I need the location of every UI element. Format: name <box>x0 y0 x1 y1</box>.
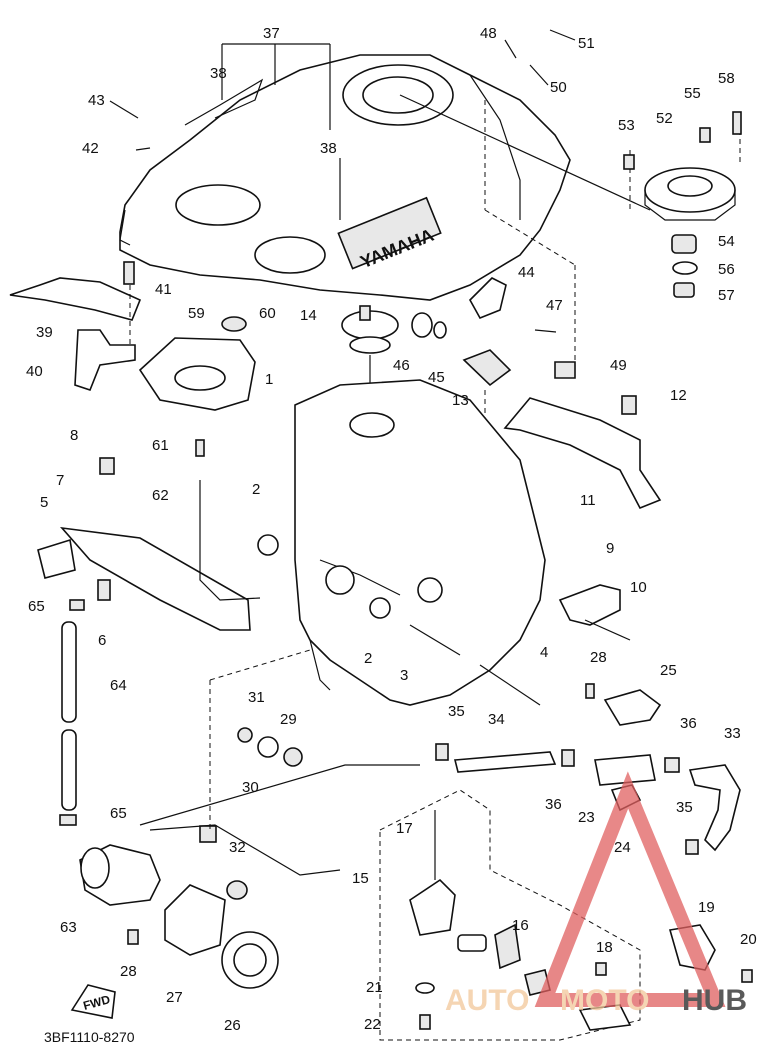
label-60: 60 <box>259 305 276 322</box>
label-43: 43 <box>88 92 105 109</box>
label-34: 34 <box>488 711 505 728</box>
label-59: 59 <box>188 305 205 322</box>
label-47: 47 <box>546 297 563 314</box>
rear-mount-parts <box>411 277 576 379</box>
label-39: 39 <box>36 324 53 341</box>
label-25: 25 <box>660 662 677 679</box>
label-35: 35 <box>676 799 693 816</box>
label-41: 41 <box>155 281 172 298</box>
label-23: 23 <box>578 809 595 826</box>
left-side-parts <box>37 439 261 826</box>
label-10: 10 <box>630 579 647 596</box>
label-21: 21 <box>366 979 383 996</box>
label-30: 30 <box>242 779 259 796</box>
label-56: 56 <box>718 261 735 278</box>
label-55: 55 <box>684 85 701 102</box>
label-17: 17 <box>396 820 413 837</box>
label-32: 32 <box>229 839 246 856</box>
label-8: 8 <box>70 427 78 444</box>
label-31: 31 <box>248 689 265 706</box>
label-65: 65 <box>110 805 127 822</box>
fwd-arrow: FWD <box>70 984 116 1019</box>
label-7: 7 <box>56 472 64 489</box>
label-38: 38 <box>320 140 337 157</box>
label-40: 40 <box>26 363 43 380</box>
label-53: 53 <box>618 117 635 134</box>
label-14: 14 <box>300 307 317 324</box>
watermark-moto: MOTO <box>560 984 649 1017</box>
label-65: 65 <box>28 598 45 615</box>
label-42: 42 <box>82 140 99 157</box>
label-38: 38 <box>210 65 227 82</box>
label-36: 36 <box>545 796 562 813</box>
label-52: 52 <box>656 110 673 127</box>
label-13: 13 <box>452 392 469 409</box>
label-15: 15 <box>352 870 369 887</box>
label-35: 35 <box>448 703 465 720</box>
label-26: 26 <box>224 1017 241 1034</box>
label-28: 28 <box>120 963 137 980</box>
label-51: 51 <box>578 35 595 52</box>
label-64: 64 <box>110 677 127 694</box>
label-44: 44 <box>518 264 535 281</box>
label-49: 49 <box>610 357 627 374</box>
side-damper <box>558 584 631 641</box>
label-46: 46 <box>393 357 410 374</box>
watermark: AUTO MOTO HUB <box>445 771 747 1017</box>
label-36: 36 <box>680 715 697 732</box>
label-2: 2 <box>364 650 372 667</box>
label-48: 48 <box>480 25 497 42</box>
watermark-hub: HUB <box>682 984 747 1017</box>
label-22: 22 <box>364 1016 381 1033</box>
label-1: 1 <box>265 371 273 388</box>
label-61: 61 <box>152 437 169 454</box>
label-63: 63 <box>60 919 77 936</box>
drain-parts <box>237 727 303 767</box>
fuel-tank <box>257 379 546 706</box>
label-3: 3 <box>400 667 408 684</box>
part-code: 3BF1110-8270 <box>44 1029 135 1045</box>
leader-lines <box>109 29 741 360</box>
label-57: 57 <box>718 287 735 304</box>
label-62: 62 <box>152 487 169 504</box>
fuel-cap <box>341 305 399 420</box>
fwd-label: FWD <box>82 992 112 1013</box>
hose-bracket <box>585 683 662 726</box>
filler-grommet <box>138 316 256 411</box>
watermark-triangle-icon <box>534 771 726 1007</box>
label-45: 45 <box>428 369 445 386</box>
label-29: 29 <box>280 711 297 728</box>
label-4: 4 <box>540 644 548 661</box>
label-54: 54 <box>718 233 735 250</box>
fuel-hoses <box>435 743 741 855</box>
label-24: 24 <box>614 839 631 856</box>
label-6: 6 <box>98 632 106 649</box>
watermark-auto: AUTO <box>445 984 529 1017</box>
label-20: 20 <box>740 931 757 948</box>
part-labels: 37 38 38 43 42 48 51 50 58 55 53 52 54 5… <box>26 25 757 1034</box>
label-12: 12 <box>670 387 687 404</box>
label-50: 50 <box>550 79 567 96</box>
label-33: 33 <box>724 725 741 742</box>
label-2: 2 <box>252 481 260 498</box>
label-19: 19 <box>698 899 715 916</box>
tank-cover: YAMAHA <box>119 54 571 301</box>
fuel-pump <box>79 649 420 989</box>
label-37: 37 <box>263 25 280 42</box>
cap-flange <box>623 111 742 298</box>
label-18: 18 <box>596 939 613 956</box>
front-bracket <box>9 261 142 391</box>
label-5: 5 <box>40 494 48 511</box>
label-11: 11 <box>580 492 596 509</box>
label-28: 28 <box>590 649 607 666</box>
label-27: 27 <box>166 989 183 1006</box>
tank-rear-bracket <box>462 349 662 510</box>
label-16: 16 <box>512 917 529 934</box>
label-9: 9 <box>606 540 614 557</box>
yamaha-badge <box>337 196 442 270</box>
label-58: 58 <box>718 70 735 87</box>
